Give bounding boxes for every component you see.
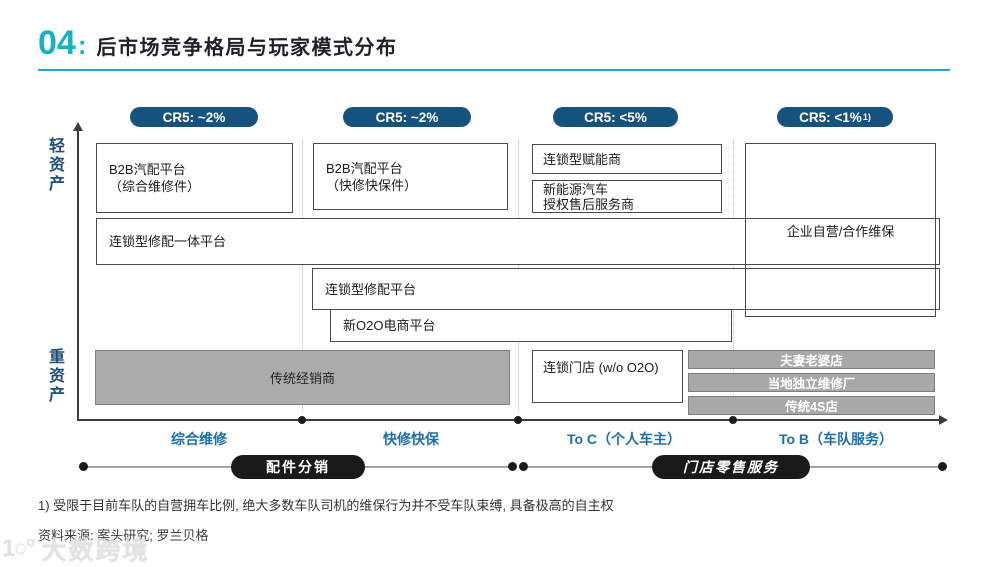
- x-axis-tick-dot: [729, 416, 737, 424]
- box-b2b-comprehensive: B2B汽配平台 （综合维修件）: [96, 143, 293, 213]
- connector-endpoint-dot: [938, 462, 947, 471]
- y-axis-label-bottom: 重资产: [46, 348, 63, 405]
- cr5-badge-footnote-marker: 1): [862, 111, 871, 122]
- x-axis-tick-dot: [298, 416, 306, 424]
- box-label: B2B汽配平台: [109, 162, 186, 177]
- bar-traditional-4s: 传统4S店: [688, 396, 935, 415]
- watermark: 1○° 大数跨境: [2, 531, 149, 567]
- bar-mom-pop-shop: 夫妻老婆店: [688, 350, 935, 369]
- x-category-comprehensive-repair: 综合维修: [171, 431, 227, 447]
- connector-endpoint-dot: [519, 462, 528, 471]
- title-divider: [38, 69, 950, 71]
- page-title: 后市场竞争格局与玩家模式分布: [96, 37, 398, 59]
- pill-parts-distribution: 配件分销: [231, 455, 365, 479]
- box-label: 连锁门店 (w/o O2O): [543, 360, 659, 375]
- box-label: 连锁型修配平台: [325, 281, 417, 297]
- box-label: （快修快保件）: [326, 177, 418, 193]
- box-nev-after-sales: 新能源汽车 授权售后服务商: [532, 180, 722, 213]
- y-axis-line: [77, 130, 79, 420]
- x-axis-tick-dot: [514, 416, 522, 424]
- box-label: 企业自营/合作维保: [786, 223, 895, 239]
- watermark-logo-icon: 1○°: [2, 535, 35, 562]
- box-b2b-quick: B2B汽配平台 （快修快保件）: [313, 143, 508, 210]
- box-label: B2B汽配平台: [326, 160, 403, 176]
- pill-store-retail-service: 门店零售服务: [652, 455, 810, 479]
- box-chain-store: 连锁门店 (w/o O2O): [532, 350, 683, 403]
- y-axis-arrow-icon: [73, 122, 83, 131]
- column-separator: [302, 140, 303, 412]
- box-enterprise-self-maintenance: 企业自营/合作维保: [745, 143, 936, 317]
- box-label: 连锁型修配一体平台: [109, 234, 227, 249]
- cr5-badge-label: CR5: <5%: [584, 109, 647, 125]
- cr5-badge-1: CR5: ~2%: [130, 107, 258, 127]
- bar-label: 夫妻老婆店: [780, 354, 843, 368]
- bar-local-independent: 当地独立维修厂: [688, 373, 935, 392]
- box-chain-enabler: 连锁型赋能商: [532, 144, 722, 174]
- cr5-badge-3: CR5: <5%: [553, 107, 678, 127]
- cr5-badge-label: CR5: ~2%: [375, 109, 439, 125]
- footnote: 1) 受限于目前车队的自营拥车比例, 绝大多数车队司机的维保行为并不受车队束缚,…: [38, 498, 614, 513]
- section-number: 04: [38, 24, 76, 62]
- pill-label: 门店零售服务: [683, 459, 779, 475]
- box-traditional-dealer: 传统经销商: [95, 350, 510, 405]
- section-colon: :: [77, 30, 87, 60]
- x-category-to-b: To B（车队服务）: [778, 431, 894, 447]
- box-chain-repair-parts-integrated: 连锁型修配一体平台: [96, 218, 940, 265]
- cr5-badge-4: CR5: <1%1): [777, 107, 893, 127]
- cr5-badge-label: CR5: ~2%: [162, 109, 226, 125]
- box-label: 授权售后服务商: [543, 196, 635, 212]
- bar-label: 当地独立维修厂: [767, 377, 856, 391]
- cr5-badge-label: CR5: <1%: [799, 109, 862, 125]
- box-label: 新能源汽车: [543, 181, 609, 197]
- connector-endpoint-dot: [79, 462, 88, 471]
- box-label: （综合维修件）: [109, 179, 201, 194]
- bar-label: 传统4S店: [785, 400, 838, 414]
- y-axis-label-top: 轻资产: [46, 137, 63, 194]
- box-label: 连锁型赋能商: [543, 151, 622, 167]
- box-new-o2o: 新O2O电商平台: [330, 309, 732, 342]
- source-line: 资料来源: 案头研究; 罗兰贝格: [38, 528, 209, 543]
- box-label: 新O2O电商平台: [343, 318, 436, 333]
- pill-label: 配件分销: [266, 459, 330, 475]
- x-axis-arrow-icon: [939, 415, 948, 425]
- page-header: 04 : 后市场竞争格局与玩家模式分布: [38, 24, 398, 63]
- x-category-quick-repair: 快修快保: [383, 431, 439, 447]
- box-label: 传统经销商: [269, 371, 335, 386]
- x-axis-line: [77, 419, 941, 421]
- connector-endpoint-dot: [508, 462, 517, 471]
- x-category-to-c: To C（个人车主）: [566, 431, 682, 447]
- watermark-text: 大数跨境: [41, 537, 150, 565]
- box-chain-repair-parts: 连锁型修配平台: [312, 268, 940, 310]
- cr5-badge-2: CR5: ~2%: [343, 107, 471, 127]
